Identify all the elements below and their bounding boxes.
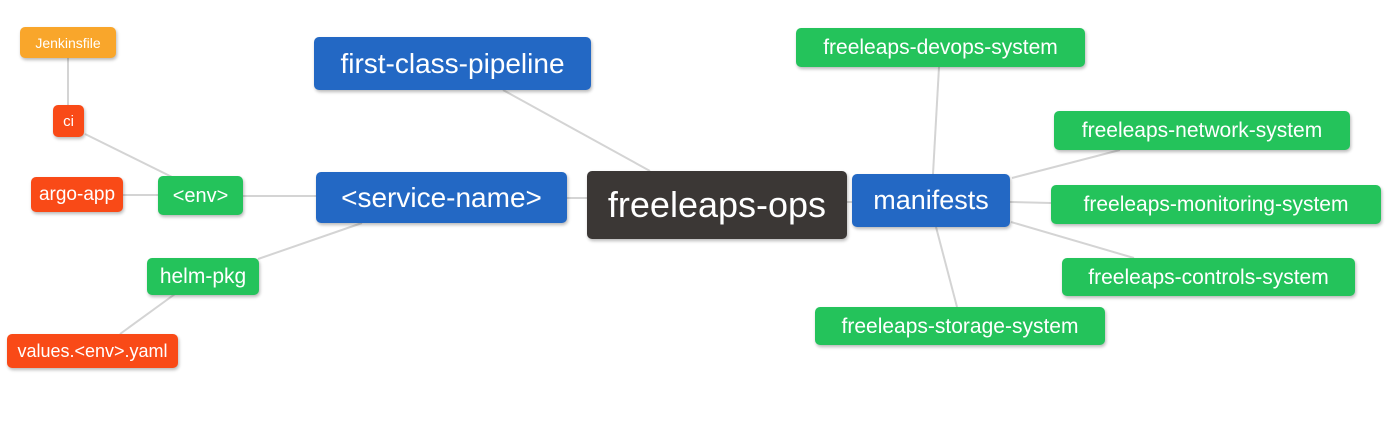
node-label: first-class-pipeline [340, 47, 565, 79]
node-freeleaps-ops[interactable]: freeleaps-ops [587, 171, 847, 239]
edge-helm-pkg-service-name [257, 222, 363, 260]
node-first-class-pipeline[interactable]: first-class-pipeline [314, 37, 591, 90]
node-devops-system[interactable]: freeleaps-devops-system [796, 28, 1085, 67]
node-env[interactable]: <env> [158, 176, 243, 215]
node-network-system[interactable]: freeleaps-network-system [1054, 111, 1350, 150]
edge-manifests-network-system [1011, 149, 1121, 179]
node-helm-pkg[interactable]: helm-pkg [147, 258, 259, 295]
edge-manifests-storage-system [935, 226, 958, 308]
node-label: helm-pkg [159, 265, 247, 288]
edge-manifests-controls-system [1010, 221, 1135, 259]
node-label: <env> [172, 184, 229, 207]
node-controls-system[interactable]: freeleaps-controls-system [1062, 258, 1355, 296]
edge-ci-env [84, 133, 173, 178]
node-label: manifests [873, 185, 989, 215]
edge-manifests-devops-system [932, 66, 940, 175]
edge-manifests-monitoring-system [1009, 201, 1052, 204]
node-label: freeleaps-monitoring-system [1083, 193, 1349, 216]
node-jenkinsfile[interactable]: Jenkinsfile [20, 27, 116, 58]
node-label: <service-name> [341, 181, 542, 213]
node-storage-system[interactable]: freeleaps-storage-system [815, 307, 1105, 345]
edge-first-class-pipeline-freeleaps-ops [502, 89, 651, 172]
node-argo-app[interactable]: argo-app [31, 177, 123, 212]
node-service-name[interactable]: <service-name> [316, 172, 567, 223]
node-label: Jenkinsfile [35, 34, 101, 51]
node-manifests[interactable]: manifests [852, 174, 1010, 227]
node-label: freeleaps-devops-system [823, 36, 1058, 59]
node-monitoring-system[interactable]: freeleaps-monitoring-system [1051, 185, 1381, 224]
node-values-env-yaml[interactable]: values.<env>.yaml [7, 334, 178, 368]
node-ci[interactable]: ci [53, 105, 84, 137]
node-label: freeleaps-network-system [1081, 119, 1323, 142]
node-label: ci [63, 112, 74, 130]
node-label: values.<env>.yaml [17, 341, 168, 361]
node-label: freeleaps-ops [607, 184, 827, 225]
node-label: argo-app [38, 184, 116, 205]
edge-values-env-yaml-helm-pkg [119, 293, 176, 335]
node-label: freeleaps-storage-system [841, 314, 1079, 338]
node-label: freeleaps-controls-system [1088, 265, 1329, 289]
